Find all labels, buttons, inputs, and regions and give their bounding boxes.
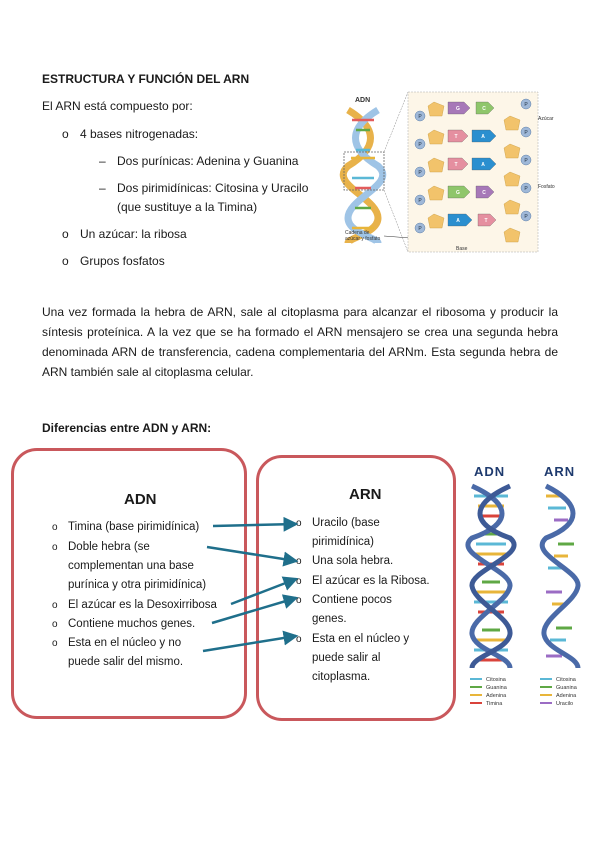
- list-item: 4 bases nitrogenadas:: [80, 127, 199, 141]
- body-paragraph: Una vez formada la hebra de ARN, sale al…: [42, 305, 558, 379]
- adn-box: ADN: [11, 448, 247, 719]
- svg-text:P: P: [524, 102, 528, 108]
- nucleotide-detail-icon: P P P P P P P P P P: [414, 98, 555, 252]
- intro-text: El ARN está compuesto por:: [42, 99, 193, 113]
- svg-text:Uracilo: Uracilo: [556, 701, 573, 707]
- list-item: (que sustituye a la Timina): [117, 200, 258, 214]
- arn-item-cont: genes.: [312, 613, 347, 625]
- list-item: Grupos fosfatos: [80, 254, 165, 268]
- svg-text:C: C: [482, 106, 486, 112]
- svg-text:A: A: [456, 218, 460, 224]
- differences-heading: Diferencias entre ADN y ARN:: [42, 421, 212, 435]
- svg-text:Adenina: Adenina: [556, 693, 577, 699]
- adn-item-cont: complementan una base: [68, 560, 194, 572]
- arn-item-cont: puede salir al: [312, 652, 381, 664]
- adn-box-title: ADN: [124, 491, 157, 508]
- svg-text:Adenina: Adenina: [486, 693, 507, 699]
- svg-text:Timina: Timina: [486, 701, 503, 707]
- cadena-label: Cadena de: [345, 230, 370, 236]
- svg-text:Azúcar: Azúcar: [538, 116, 554, 122]
- svg-text:T: T: [454, 162, 457, 168]
- dna-double-helix-icon: [465, 483, 517, 669]
- svg-text:A: A: [481, 162, 485, 168]
- dna-helix-icon: ADN Cadena de azúcar y fosfato: [339, 97, 411, 245]
- section-heading: ESTRUCTURA Y FUNCIÓN DEL ARN: [42, 72, 250, 86]
- list-bullet: o: [62, 227, 69, 241]
- svg-text:C: C: [482, 190, 486, 196]
- arn-item-cont: pirimidínica): [312, 536, 374, 548]
- svg-text:Guanina: Guanina: [556, 685, 578, 691]
- svg-text:Citosina: Citosina: [486, 677, 507, 683]
- cadena-label: azúcar y fosfato: [345, 236, 381, 242]
- svg-text:G: G: [456, 190, 460, 196]
- svg-text:P: P: [418, 170, 422, 176]
- svg-text:T: T: [454, 134, 457, 140]
- svg-text:P: P: [418, 114, 422, 120]
- arn-item-cont: citoplasma.: [312, 671, 371, 683]
- svg-text:P: P: [524, 214, 528, 220]
- svg-text:Guanina: Guanina: [486, 685, 508, 691]
- list-bullet: o: [62, 254, 69, 268]
- svg-text:P: P: [418, 142, 422, 148]
- arn-box-title: ARN: [349, 486, 382, 503]
- figure-dna-title: ADN: [474, 464, 505, 479]
- svg-text:P: P: [524, 130, 528, 136]
- svg-text:P: P: [418, 198, 422, 204]
- svg-text:Base: Base: [456, 246, 468, 252]
- dna-rna-helix-figure: ADN ARN: [465, 464, 581, 707]
- figure-rna-title: ARN: [544, 464, 575, 479]
- rna-legend: Citosina Guanina Adenina Uracilo: [540, 677, 578, 707]
- svg-text:P: P: [418, 226, 422, 232]
- svg-text:P: P: [524, 158, 528, 164]
- adn-item-cont: purínica y otra pirimidínica): [68, 579, 207, 591]
- list-bullet: –: [99, 181, 106, 195]
- svg-text:G: G: [456, 106, 460, 112]
- list-item: Dos pirimidínicas: Citosina y Uracilo: [117, 181, 309, 195]
- list-bullet: o: [62, 127, 69, 141]
- list-item: Dos purínicas: Adenina y Guanina: [117, 154, 299, 168]
- svg-text:T: T: [484, 218, 487, 224]
- rna-single-helix-icon: [540, 483, 581, 669]
- svg-text:A: A: [481, 134, 485, 140]
- svg-text:P: P: [524, 186, 528, 192]
- figure-dna-label: ADN: [355, 97, 370, 104]
- svg-text:Citosina: Citosina: [556, 677, 577, 683]
- list-bullet: –: [99, 154, 106, 168]
- dna-legend: Citosina Guanina Adenina Timina: [470, 677, 508, 707]
- svg-text:Fosfato: Fosfato: [538, 184, 555, 190]
- dna-structure-figure: ADN Cadena de azúcar y fosfato: [339, 91, 555, 253]
- adn-item-cont: puede salir del mismo.: [68, 656, 184, 668]
- list-item: Un azúcar: la ribosa: [80, 227, 187, 241]
